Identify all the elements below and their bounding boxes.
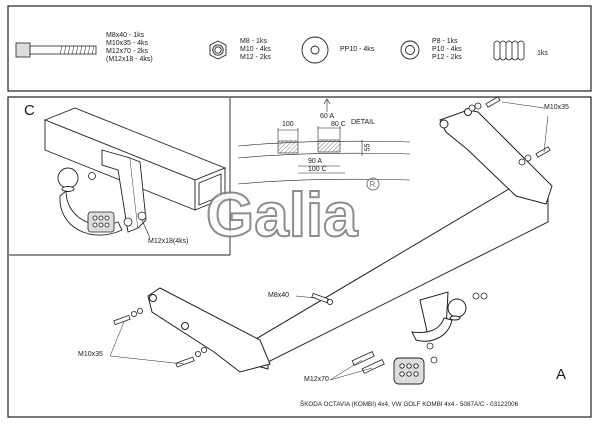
registered-mark: R [370, 180, 376, 189]
bolt-spec-list: M8x40 - 1ks M10x35 - 4ks M12x70 - 2ks (M… [106, 32, 153, 64]
nut-spec-line: M10 - 4ks [240, 46, 271, 53]
dim-bottom-a: 90 A [308, 158, 323, 165]
nut-spec-line: M12 - 2ks [240, 54, 271, 61]
svg-text:Galia: Galia [206, 181, 358, 250]
fastener-bolts [113, 96, 551, 374]
detail-tow-ball-icon [57, 167, 123, 236]
dim-top-c: 80 C [331, 121, 346, 128]
label-m10x35-left: M10x35 [78, 351, 103, 358]
label-m12x70: M12x70 [304, 376, 329, 383]
dim-title: DETAIL [351, 119, 375, 126]
detail-bolt-label: M12x18(4ks) [148, 238, 189, 245]
main-tow-ball-icon [411, 291, 467, 342]
galia-logo: Galia R [205, 177, 380, 251]
dim-side: 55 [364, 143, 372, 152]
lock-washer-spec-line: P10 - 4ks [432, 46, 462, 53]
parts-frame [7, 5, 592, 92]
vehicle-caption: ŠKODA OCTAVIA (KOMBI) 4x4, VW GOLF KOMBI… [300, 401, 519, 408]
detail-mount-bracket [101, 149, 147, 233]
detail-view-letter: C [24, 102, 35, 119]
detail-leader-line [141, 219, 151, 239]
label-m8x40: M8x40 [268, 292, 290, 299]
washer-spec: PP10 - 4ks [340, 46, 375, 53]
nut-spec-line: M8 - 1ks [240, 38, 267, 45]
left-side-bracket [147, 287, 271, 373]
dim-top-a: 60 A [320, 113, 335, 120]
bolt-spec-line: M8x40 - 1ks [106, 32, 145, 39]
lock-washer-spec-list: P8 - 1ks P10 - 4ks P12 - 2ks [432, 38, 462, 62]
bolt-icon [15, 42, 97, 58]
lock-washer-spec-line: P8 - 1ks [432, 38, 458, 45]
bolt-spec-line: M10x35 - 4ks [106, 40, 149, 47]
spring-pin-icon [493, 40, 525, 61]
right-side-bracket [439, 108, 553, 205]
leader-lines [109, 101, 549, 381]
dimension-detail [237, 98, 411, 185]
label-m10x35-right: M10x35 [544, 104, 569, 111]
main-socket-icon [393, 357, 425, 385]
detail-c-frame [9, 98, 231, 256]
bolt-spec-line: (M12x18 - 4ks) [106, 56, 153, 63]
bolt-spec-line: M12x70 - 2ks [106, 48, 149, 55]
detail-socket-icon [87, 211, 115, 233]
lock-washer-icon [400, 40, 420, 60]
lock-washer-spec-line: P12 - 2ks [432, 54, 462, 61]
main-view-letter: A [556, 366, 567, 383]
spring-pin-spec: 1ks [537, 50, 548, 57]
detail-bolt-heads [88, 172, 147, 227]
main-frame [7, 96, 592, 418]
dim-top-left: 100 [282, 121, 294, 128]
flat-washer-icon [301, 36, 329, 64]
dim-bottom-c: 100 C [308, 166, 327, 173]
nut-spec-list: M8 - 1ks M10 - 4ks M12 - 2ks [240, 38, 271, 62]
hex-nut-icon [209, 40, 227, 60]
